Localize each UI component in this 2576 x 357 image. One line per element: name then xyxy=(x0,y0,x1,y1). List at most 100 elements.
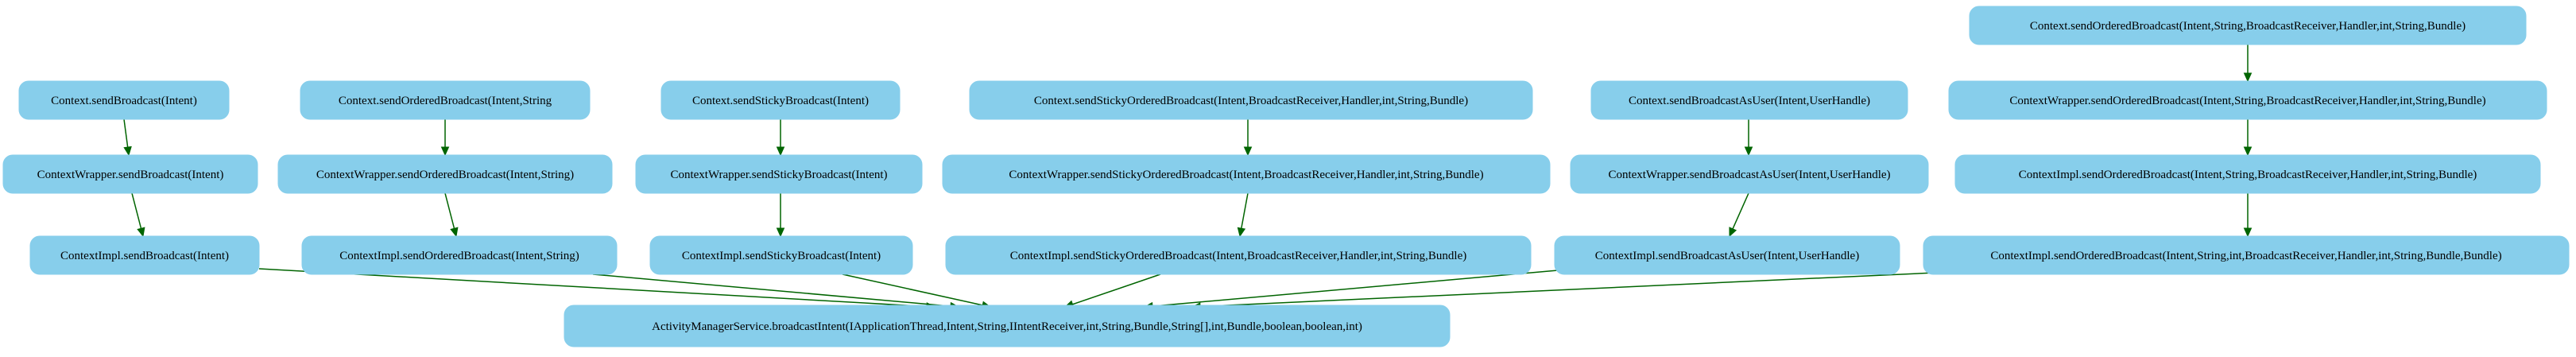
edge-line xyxy=(444,192,455,229)
edge-n7-n8 xyxy=(776,119,785,157)
node-n1: Context.sendBroadcast(Intent) xyxy=(18,80,230,120)
edge-n19-n20 xyxy=(1191,270,1988,311)
node-box xyxy=(635,154,923,194)
arrowhead-icon xyxy=(2243,146,2253,157)
node-n17: ContextWrapper.sendOrderedBroadcast(Inte… xyxy=(1948,80,2547,120)
arrowhead-icon xyxy=(776,146,785,157)
node-label: ActivityManagerService.broadcastIntent(I… xyxy=(652,320,1362,333)
node-n15: ContextImpl.sendBroadcastAsUser(Intent,U… xyxy=(1554,235,1900,275)
node-box xyxy=(301,235,618,275)
node-n18: ContextImpl.sendOrderedBroadcast(Intent,… xyxy=(1954,154,2541,194)
node-label: Context.sendBroadcast(Intent) xyxy=(51,95,197,107)
node-box xyxy=(277,154,613,194)
edge-line xyxy=(1152,270,1559,307)
edge-line xyxy=(1072,274,1161,305)
edge-n14-n15 xyxy=(1729,192,1749,238)
node-box xyxy=(660,80,901,120)
node-box xyxy=(1554,235,1900,275)
edge-line xyxy=(258,268,928,308)
node-box xyxy=(1969,6,2527,45)
edge-n15-n20 xyxy=(1143,270,1559,311)
node-box xyxy=(300,80,591,120)
edge-line xyxy=(1241,192,1249,229)
edge-n11-n12 xyxy=(1237,192,1249,238)
node-n19: ContextImpl.sendOrderedBroadcast(Intent,… xyxy=(1923,235,2570,275)
node-box xyxy=(1570,154,1929,194)
node-n5: ContextWrapper.sendOrderedBroadcast(Inte… xyxy=(277,154,613,194)
edge-line xyxy=(1732,192,1749,230)
edge-n17-n18 xyxy=(2243,119,2253,157)
node-label: ContextImpl.sendBroadcastAsUser(Intent,U… xyxy=(1595,250,1859,262)
edge-n12-n20 xyxy=(1063,274,1161,308)
node-box xyxy=(564,305,1451,347)
node-box xyxy=(18,80,230,120)
edge-n5-n6 xyxy=(444,192,459,238)
node-box xyxy=(1923,235,2570,275)
node-label: Context.sendOrderedBroadcast(Intent,Stri… xyxy=(2030,20,2466,33)
node-box xyxy=(2,154,258,194)
node-box xyxy=(1954,154,2541,194)
edge-n1-n2 xyxy=(123,118,132,157)
edge-line xyxy=(842,274,983,306)
edge-line xyxy=(131,192,142,229)
arrowhead-icon xyxy=(2243,72,2253,83)
node-label: Context.sendBroadcastAsUser(Intent,UserH… xyxy=(1629,95,1870,107)
node-n12: ContextImpl.sendStickyOrderedBroadcast(I… xyxy=(945,235,1532,275)
node-n13: Context.sendBroadcastAsUser(Intent,UserH… xyxy=(1590,80,1908,120)
node-label: ContextImpl.sendOrderedBroadcast(Intent,… xyxy=(2019,169,2477,181)
edge-n6-n20 xyxy=(592,274,960,311)
node-label: ContextWrapper.sendOrderedBroadcast(Inte… xyxy=(316,169,574,181)
node-n2: ContextWrapper.sendBroadcast(Intent) xyxy=(2,154,258,194)
edge-line xyxy=(592,274,951,307)
node-box xyxy=(649,235,913,275)
node-label: ContextWrapper.sendStickyBroadcast(Inten… xyxy=(670,169,887,181)
edge-n8-n9 xyxy=(776,193,785,238)
node-label: ContextWrapper.sendStickyOrderedBroadcas… xyxy=(1009,169,1483,181)
node-label: ContextImpl.sendOrderedBroadcast(Intent,… xyxy=(339,250,579,262)
node-label: Context.sendStickyOrderedBroadcast(Inten… xyxy=(1034,95,1468,107)
arrowhead-icon xyxy=(1744,146,1753,157)
node-n7: Context.sendStickyBroadcast(Intent) xyxy=(660,80,901,120)
node-n20: ActivityManagerService.broadcastIntent(I… xyxy=(564,305,1451,347)
edge-n4-n5 xyxy=(440,119,450,157)
edge-n16-n17 xyxy=(2243,45,2253,83)
edge-line xyxy=(1199,270,1988,308)
arrowhead-icon xyxy=(1243,146,1253,157)
nodes-layer: Context.sendBroadcast(Intent) ContextWrap… xyxy=(2,6,2570,347)
node-box xyxy=(29,235,260,275)
arrowhead-icon xyxy=(776,227,785,238)
node-label: ContextWrapper.sendBroadcast(Intent) xyxy=(37,169,224,181)
arrowhead-icon xyxy=(450,227,459,238)
node-n8: ContextWrapper.sendStickyBroadcast(Inten… xyxy=(635,154,923,194)
node-label: ContextImpl.sendOrderedBroadcast(Intent,… xyxy=(1990,250,2501,262)
node-n6: ContextImpl.sendOrderedBroadcast(Intent,… xyxy=(301,235,618,275)
node-label: Context.sendStickyBroadcast(Intent) xyxy=(692,95,869,107)
node-label: Context.sendOrderedBroadcast(Intent,Stri… xyxy=(339,95,552,107)
arrowhead-icon xyxy=(1237,227,1246,238)
node-n14: ContextWrapper.sendBroadcastAsUser(Inten… xyxy=(1570,154,1929,194)
edge-n18-n19 xyxy=(2243,193,2253,238)
edge-n13-n14 xyxy=(1744,119,1753,157)
edge-n2-n3 xyxy=(131,192,145,238)
edge-n10-n11 xyxy=(1243,119,1253,157)
node-n16: Context.sendOrderedBroadcast(Intent,Stri… xyxy=(1969,6,2527,45)
arrowhead-icon xyxy=(2243,227,2253,238)
node-box xyxy=(969,80,1533,120)
node-box xyxy=(1590,80,1908,120)
node-n9: ContextImpl.sendStickyBroadcast(Intent) xyxy=(649,235,913,275)
node-n4: Context.sendOrderedBroadcast(Intent,Stri… xyxy=(300,80,591,120)
node-n11: ContextWrapper.sendStickyOrderedBroadcas… xyxy=(942,154,1551,194)
edge-line xyxy=(123,118,129,148)
node-label: ContextImpl.sendStickyOrderedBroadcast(I… xyxy=(1010,250,1466,262)
node-label: ContextWrapper.sendOrderedBroadcast(Inte… xyxy=(2009,95,2485,107)
node-n3: ContextImpl.sendBroadcast(Intent) xyxy=(29,235,260,275)
arrowhead-icon xyxy=(137,227,145,238)
node-box xyxy=(1948,80,2547,120)
arrowhead-icon xyxy=(123,146,132,157)
node-label: ContextImpl.sendBroadcast(Intent) xyxy=(60,250,229,262)
edges-layer xyxy=(123,45,2253,311)
node-box xyxy=(945,235,1532,275)
node-box xyxy=(942,154,1551,194)
node-label: ContextWrapper.sendBroadcastAsUser(Inten… xyxy=(1608,169,1890,181)
